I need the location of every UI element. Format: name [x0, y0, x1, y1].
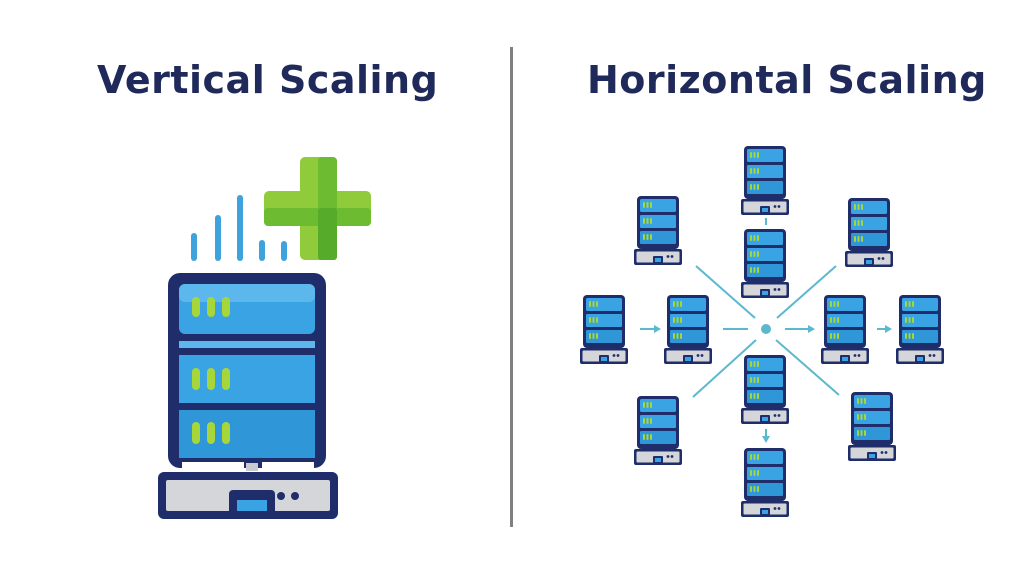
server-left-outer — [580, 295, 628, 364]
plus-icon — [264, 157, 371, 260]
server-center-lower — [741, 355, 789, 424]
server-right-outer — [896, 295, 944, 364]
server-center-upper — [741, 229, 789, 298]
server-bottom-center — [741, 448, 789, 517]
arrowheads — [654, 325, 892, 443]
large-server-icon — [158, 273, 338, 519]
server-lower-right — [848, 392, 896, 461]
server-upper-right — [845, 198, 893, 267]
server-left-inner — [664, 295, 712, 364]
server-lower-left — [634, 396, 682, 465]
signal-bars-icon — [191, 195, 287, 261]
vertical-scaling-title: Vertical Scaling — [97, 58, 439, 102]
panel-divider — [510, 47, 513, 527]
horizontal-scaling-title: Horizontal Scaling — [587, 58, 987, 102]
connector-lines — [640, 218, 887, 438]
server-right-inner — [821, 295, 869, 364]
server-top-center — [741, 146, 789, 215]
server-upper-left — [634, 196, 682, 265]
network-hub-icon — [761, 324, 771, 334]
